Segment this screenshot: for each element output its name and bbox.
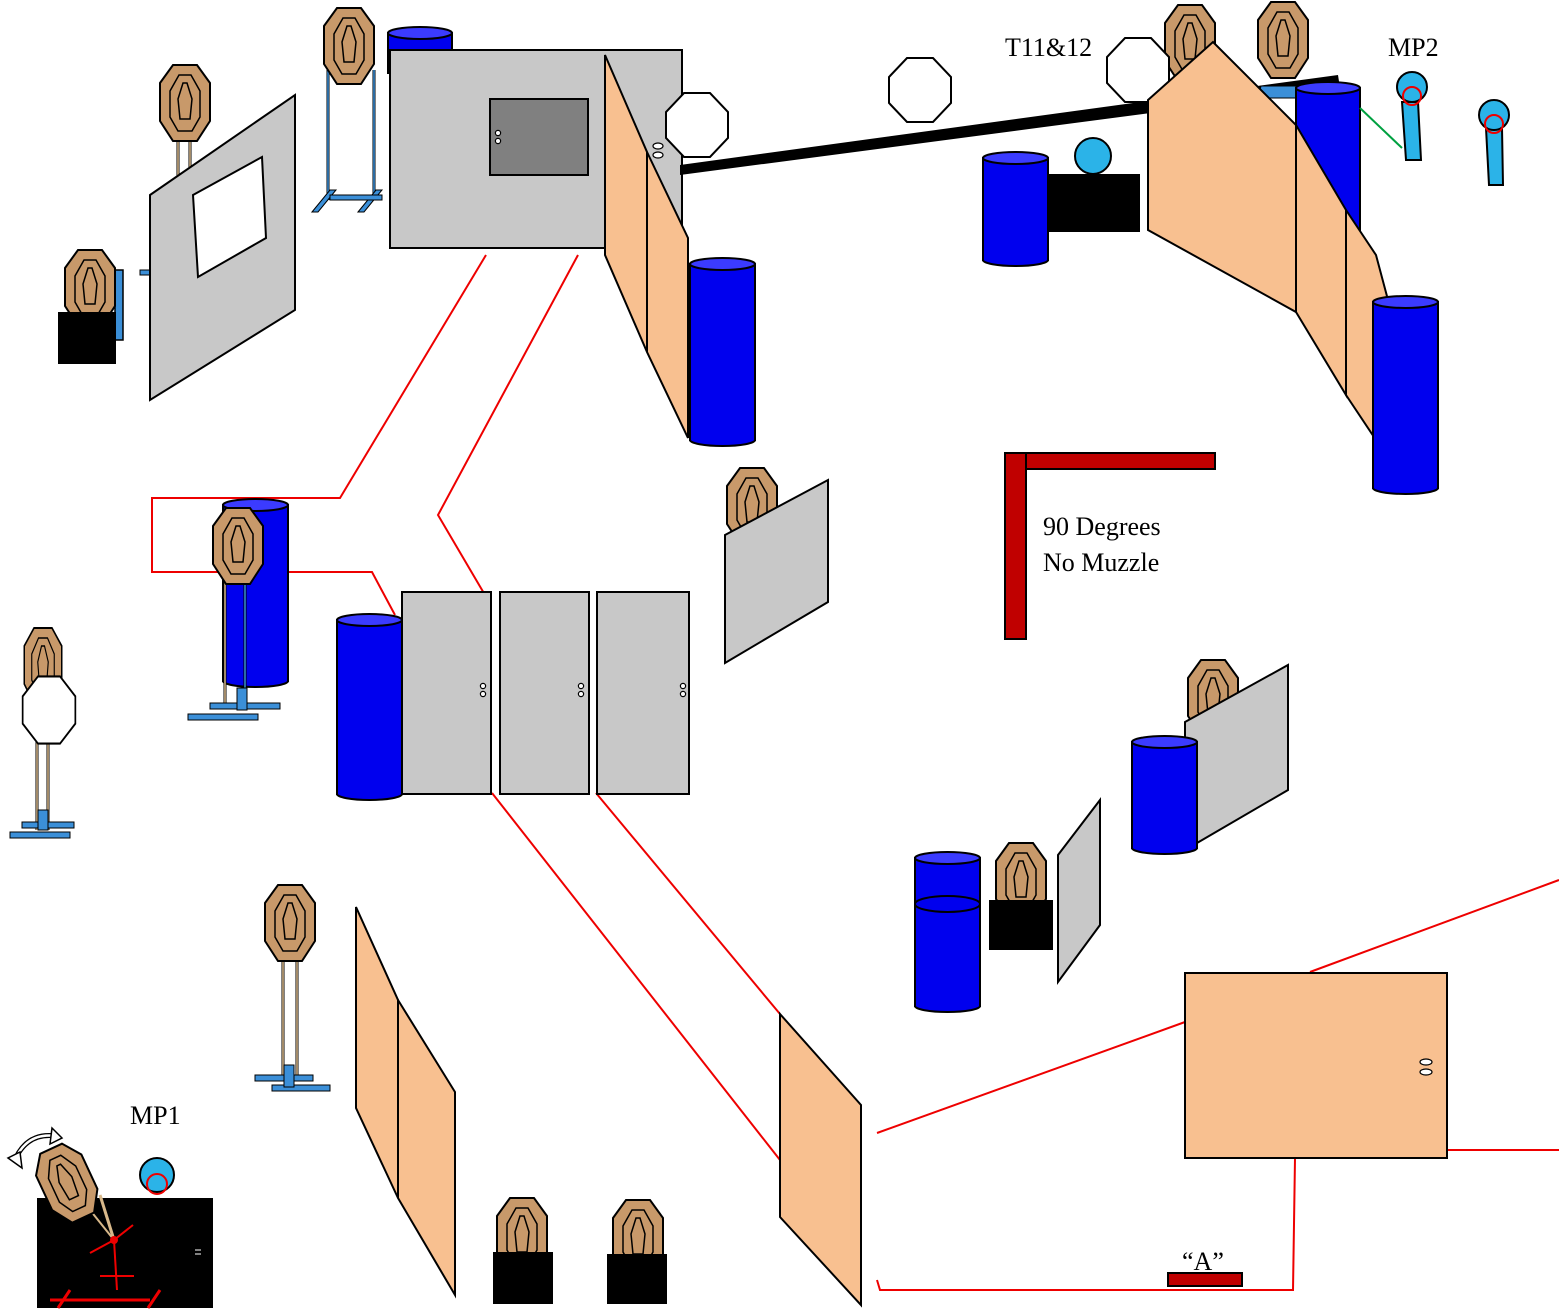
label-a: “A” [1182,1247,1224,1276]
barrel [689,257,756,447]
activation-line [1359,107,1403,149]
tan-wall [779,1011,862,1308]
steel-plate [652,92,729,159]
label-90-degrees: 90 Degrees [1043,512,1161,541]
paper-target-on-box [607,1199,667,1304]
swinger-target-on-box [27,1137,213,1309]
stacked-barrels [914,851,981,1013]
paper-target-on-stand [310,7,384,213]
gray-wall-small [1057,797,1101,986]
paper-target-on-box [493,1197,553,1304]
tan-door [1184,972,1448,1159]
popper-mp1 [139,1157,175,1195]
popper-mp2 [1396,71,1428,161]
tan-wall-panels [1147,40,1398,443]
label-t11-12: T11&12 [1005,33,1092,62]
barrel [1131,735,1198,855]
barrel [982,151,1049,267]
paper-target-on-stand [187,507,281,721]
barrel [1372,295,1439,495]
fault-bar-90-degrees [1004,452,1216,640]
label-mp2: MP2 [1388,33,1439,62]
door-panel [401,591,492,795]
paper-target-with-steel [9,627,77,839]
popper-on-box [1048,137,1140,232]
label-mp1: MP1 [130,1101,181,1130]
fault-lines [151,254,1559,1291]
gray-wall-with-window [149,93,296,402]
fault-bar-a [1167,1272,1243,1287]
swing-arrow-icon [6,1126,64,1170]
gray-wall-with-target [1184,659,1289,852]
tan-wall-panels [604,54,689,439]
paper-target-on-box [58,249,153,364]
barrel [336,613,403,801]
door-panel [499,591,590,795]
popper [1478,99,1510,186]
label-no-muzzle: No Muzzle [1043,548,1159,577]
paper-target-on-box [989,842,1053,950]
gray-wall-with-target [724,467,829,665]
steel-plate [888,57,952,123]
tan-wall-panels [355,906,456,1299]
door-panel [596,591,690,795]
paper-target-on-stand [254,884,331,1092]
